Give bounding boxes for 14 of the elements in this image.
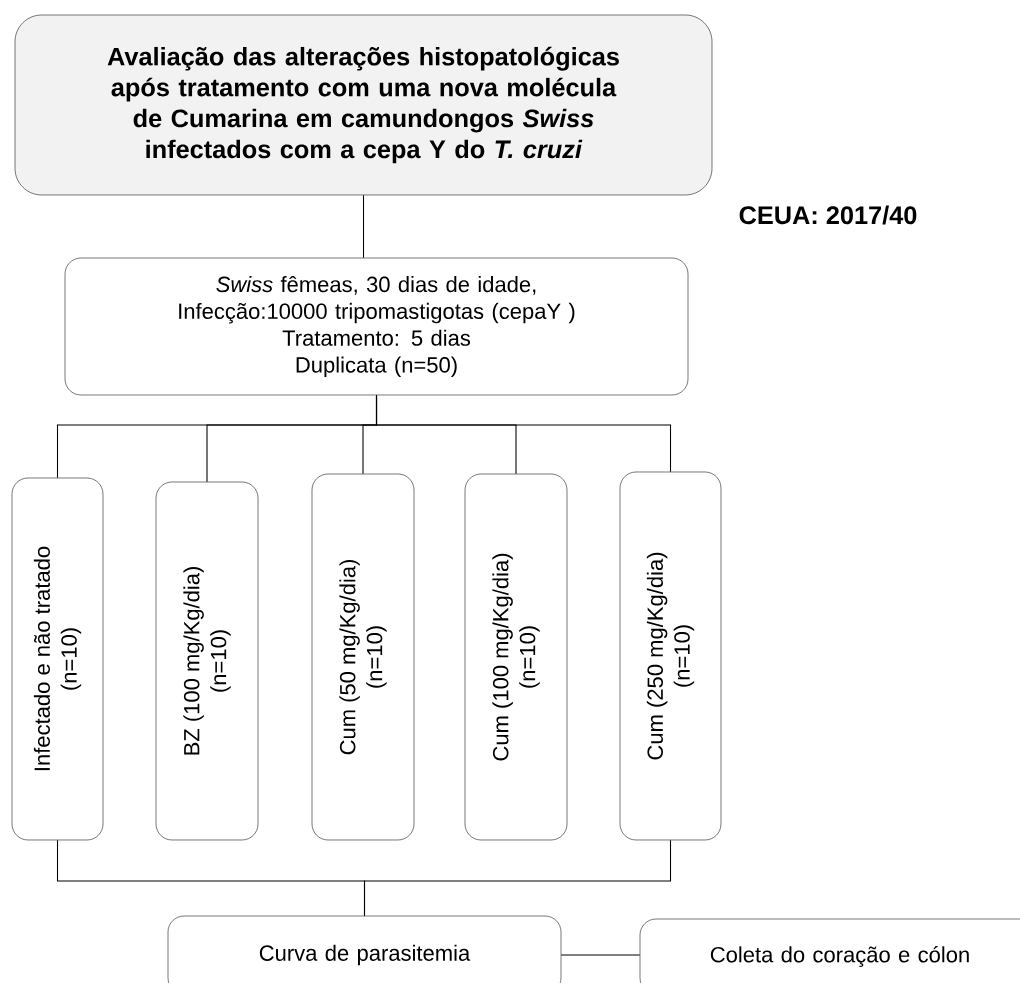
group-box: BZ (100 mg/Kg/dia) (n=10) [155,481,259,841]
code-label: CEUA: 2017/40 [739,205,917,225]
group-box: Infectado e não tratado (n=10) [11,477,104,841]
process-box: Curva de parasitemia [167,915,562,983]
title-box: Avaliação das alterações histopatológicas após tratamento com uma nova molécula de Cumarina em camundongos Swiss infectados com a cepa Y do T. cruzi [14,14,713,196]
group-box: Cum (250 mg/Kg/dia) (n=10) [619,471,722,841]
connector-line [375,394,672,473]
group-box: Cum (100 mg/Kg/dia) (n=10) [464,473,568,841]
connector-line [362,194,365,259]
connector-line [560,954,641,956]
process-box: Swiss fêmeas, 30 dias de idade, Infecção:10000 tripomastigotas (cepaY ) Tratamento: 5 dias Duplicata (n=50) [64,257,689,396]
process-box: Coleta do coração e cólon [639,918,1020,983]
group-box: Cum (50 mg/Kg/dia) (n=10) [311,473,415,841]
connector-line [363,839,672,917]
